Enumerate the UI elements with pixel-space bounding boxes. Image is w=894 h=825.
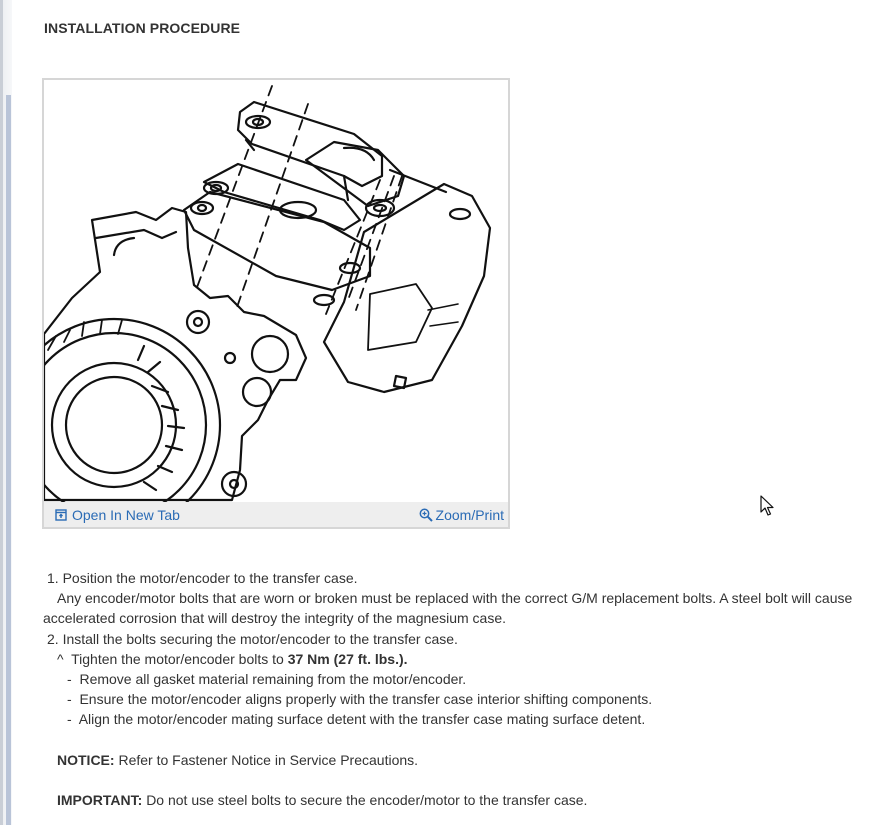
important-paragraph: IMPORTANT: Do not use steel bolts to sec… bbox=[43, 790, 883, 810]
step-note-text: Any encoder/motor bolts that are worn or… bbox=[43, 590, 853, 627]
sub-bullet: - Ensure the motor/encoder aligns proper… bbox=[43, 689, 883, 709]
window-left-edge bbox=[0, 0, 12, 825]
dash-bullet: - bbox=[67, 671, 72, 688]
dash-bullet: - bbox=[67, 711, 72, 728]
section-heading: INSTALLATION PROCEDURE bbox=[44, 20, 241, 36]
open-in-new-tab-link[interactable]: Open In New Tab bbox=[55, 507, 180, 523]
sub-bullet-text: Ensure the motor/encoder aligns properly… bbox=[79, 691, 653, 708]
sub-bullet: - Align the motor/encoder mating surface… bbox=[43, 709, 883, 729]
open-new-tab-icon bbox=[55, 509, 67, 521]
caret-bullet: ^ bbox=[57, 650, 64, 667]
procedure-steps: 1. Position the motor/encoder to the tra… bbox=[43, 568, 883, 810]
open-in-new-tab-label: Open In New Tab bbox=[72, 507, 180, 523]
dash-bullet: - bbox=[67, 691, 72, 708]
scroll-accent bbox=[6, 95, 11, 825]
step-1-note: Any encoder/motor bolts that are worn or… bbox=[43, 588, 883, 628]
zoom-magnifier-icon bbox=[419, 508, 433, 522]
step-2: 2. Install the bolts securing the motor/… bbox=[43, 629, 883, 649]
step-number: 2. bbox=[47, 630, 59, 647]
figure-panel: Open In New Tab Zoom/Print bbox=[42, 78, 510, 529]
torque-value: 37 Nm (27 ft. lbs.). bbox=[287, 650, 408, 667]
tighten-spec: ^ Tighten the motor/encoder bolts to 37 … bbox=[43, 649, 883, 669]
zoom-print-link[interactable]: Zoom/Print bbox=[419, 507, 504, 523]
important-label: IMPORTANT: bbox=[57, 791, 143, 808]
zoom-print-label: Zoom/Print bbox=[435, 507, 504, 523]
step-number: 1. bbox=[47, 570, 59, 586]
notice-paragraph: NOTICE: Refer to Fastener Notice in Serv… bbox=[43, 750, 883, 770]
step-text: Install the bolts securing the motor/enc… bbox=[62, 630, 458, 647]
mouse-pointer-icon bbox=[760, 495, 774, 516]
step-text: Position the motor/encoder to the transf… bbox=[62, 570, 358, 586]
sub-bullet: - Remove all gasket material remaining f… bbox=[43, 669, 883, 689]
step-1: 1. Position the motor/encoder to the tra… bbox=[43, 568, 883, 588]
tighten-prefix: Tighten the motor/encoder bolts to bbox=[71, 650, 284, 667]
motor-encoder-illustration bbox=[44, 85, 492, 502]
sub-bullet-text: Remove all gasket material remaining fro… bbox=[79, 671, 467, 688]
notice-text: Refer to Fastener Notice in Service Prec… bbox=[118, 751, 419, 768]
sub-bullet-text: Align the motor/encoder mating surface d… bbox=[78, 711, 646, 728]
important-text: Do not use steel bolts to secure the enc… bbox=[146, 791, 588, 808]
figure-toolbar: Open In New Tab Zoom/Print bbox=[44, 502, 508, 527]
notice-label: NOTICE: bbox=[57, 751, 115, 768]
